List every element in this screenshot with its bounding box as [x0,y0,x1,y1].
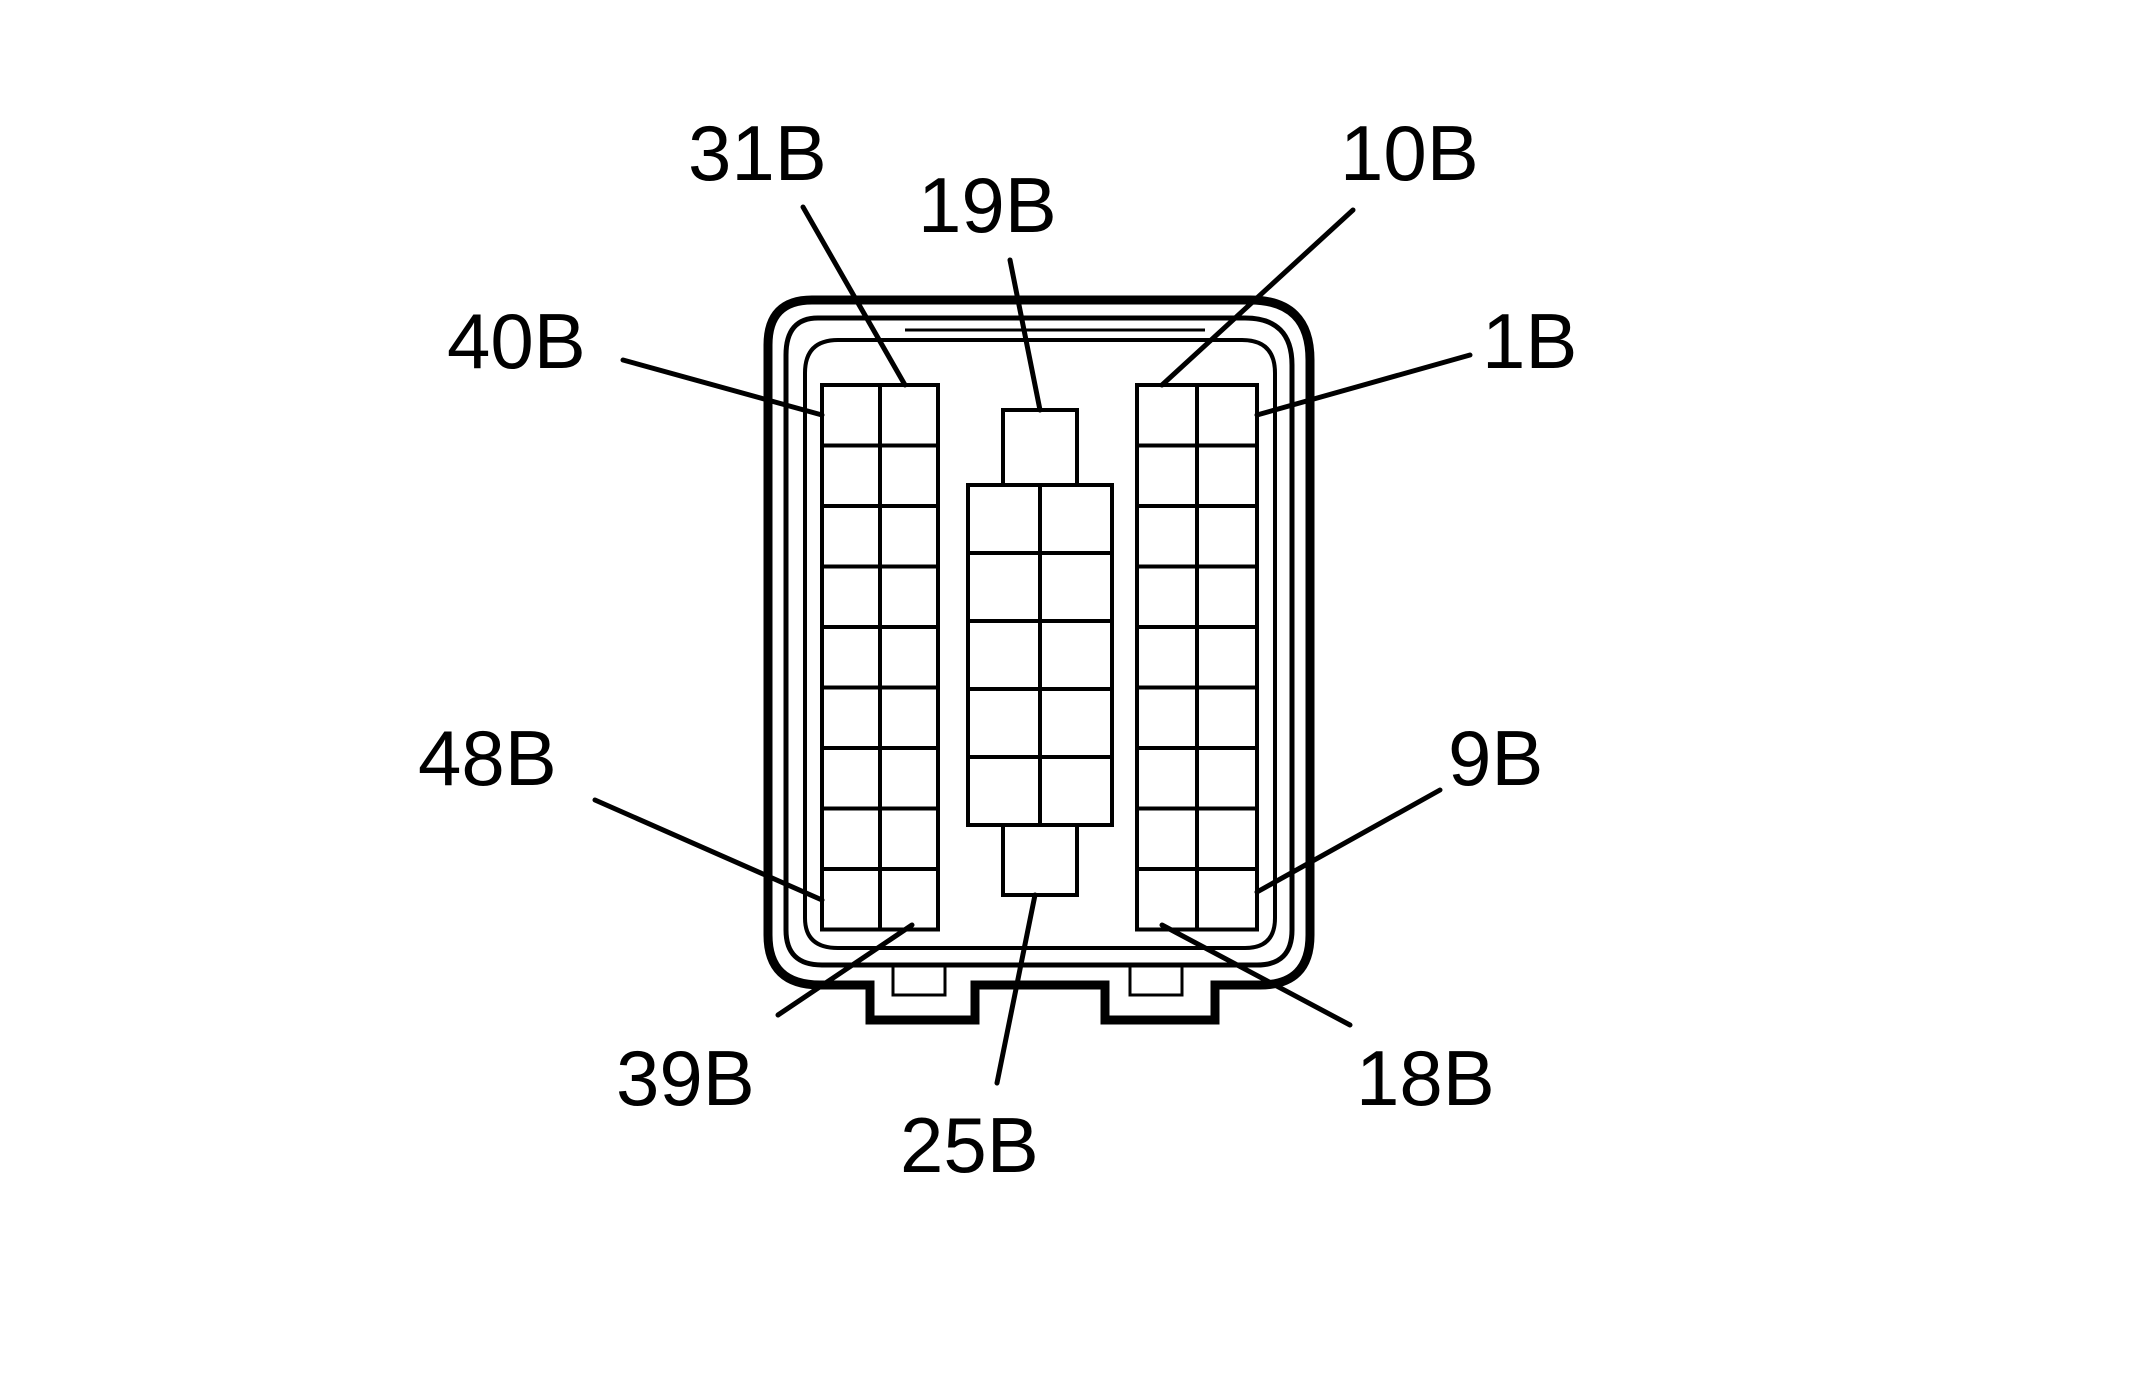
right-block-cavity [1195,504,1259,569]
right-cavity-block [1135,383,1259,932]
pin-labels: 31B 19B 10B 40B 1B 48B 9B 39B 25B 18B [418,109,1577,1189]
right-block-cavity [1135,746,1199,811]
label-9b: 9B [1448,714,1543,802]
right-block-cavity [1135,383,1199,448]
center-block-cavity [966,687,1042,759]
left-block-cavity [820,867,882,932]
label-39b: 39B [616,1034,755,1122]
center-block-cavity [966,551,1042,623]
center-block-cavity [966,755,1042,827]
center-bottom-tab [1001,823,1079,897]
right-block-cavity [1195,625,1259,690]
leader-18b [1159,922,1353,1028]
label-1b: 1B [1482,297,1577,385]
leader-39b [775,922,915,1018]
label-40b: 40B [447,297,586,385]
left-block-cavity [820,504,882,569]
center-block-cavity [966,619,1042,691]
right-block-cavity [1135,504,1199,569]
label-25b: 25B [900,1101,1039,1189]
center-block-cavity [966,483,1042,555]
left-block-cavity [878,383,940,448]
center-block-cavity [1038,619,1114,691]
right-block-cavity [1135,443,1199,508]
left-block-cavity [878,443,940,508]
left-block-cavity [820,443,882,508]
right-block-cavity [1195,685,1259,750]
leader-10b [1159,207,1356,388]
center-cavity-block [966,408,1114,897]
right-block-cavity [1135,867,1199,932]
right-block-cavity [1195,564,1259,629]
right-block-cavity [1135,625,1199,690]
left-block-cavity [820,806,882,871]
label-48b: 48B [418,714,557,802]
right-block-cavity [1195,746,1259,811]
label-18b: 18B [1356,1034,1495,1122]
right-block-cavity [1195,867,1259,932]
left-block-cavity [820,746,882,811]
left-block-cavity [878,867,940,932]
label-10b: 10B [1340,109,1479,197]
center-block-cavity [1038,551,1114,623]
left-block-cavity [820,625,882,690]
right-block-cavity [1135,685,1199,750]
center-top-tab [1001,408,1079,487]
leader-48b [592,797,825,903]
left-block-cavity [878,806,940,871]
label-31b: 31B [688,109,827,197]
center-block-cavity [1038,755,1114,827]
left-block-cavity [878,564,940,629]
left-block-cavity [820,685,882,750]
right-block-cavity [1135,806,1199,871]
connector-housing [763,295,1315,1025]
leader-1b [1254,352,1473,418]
left-block-cavity [878,504,940,569]
leader-19b [1007,257,1043,413]
right-block-cavity [1195,806,1259,871]
left-block-cavity [878,685,940,750]
center-block-cavity [1038,687,1114,759]
left-block-cavity [820,383,882,448]
right-block-cavity [1195,443,1259,508]
leader-lines [592,204,1473,1086]
left-block-cavity [820,564,882,629]
left-block-cavity [878,625,940,690]
left-block-cavity [878,746,940,811]
leader-9b [1254,787,1443,895]
label-19b: 19B [918,161,1057,249]
right-block-cavity [1195,383,1259,448]
leader-31b [800,204,908,388]
left-cavity-block [820,383,940,932]
center-block-cavity [1038,483,1114,555]
leader-40b [620,357,825,418]
leader-25b [994,892,1038,1086]
right-block-cavity [1135,564,1199,629]
